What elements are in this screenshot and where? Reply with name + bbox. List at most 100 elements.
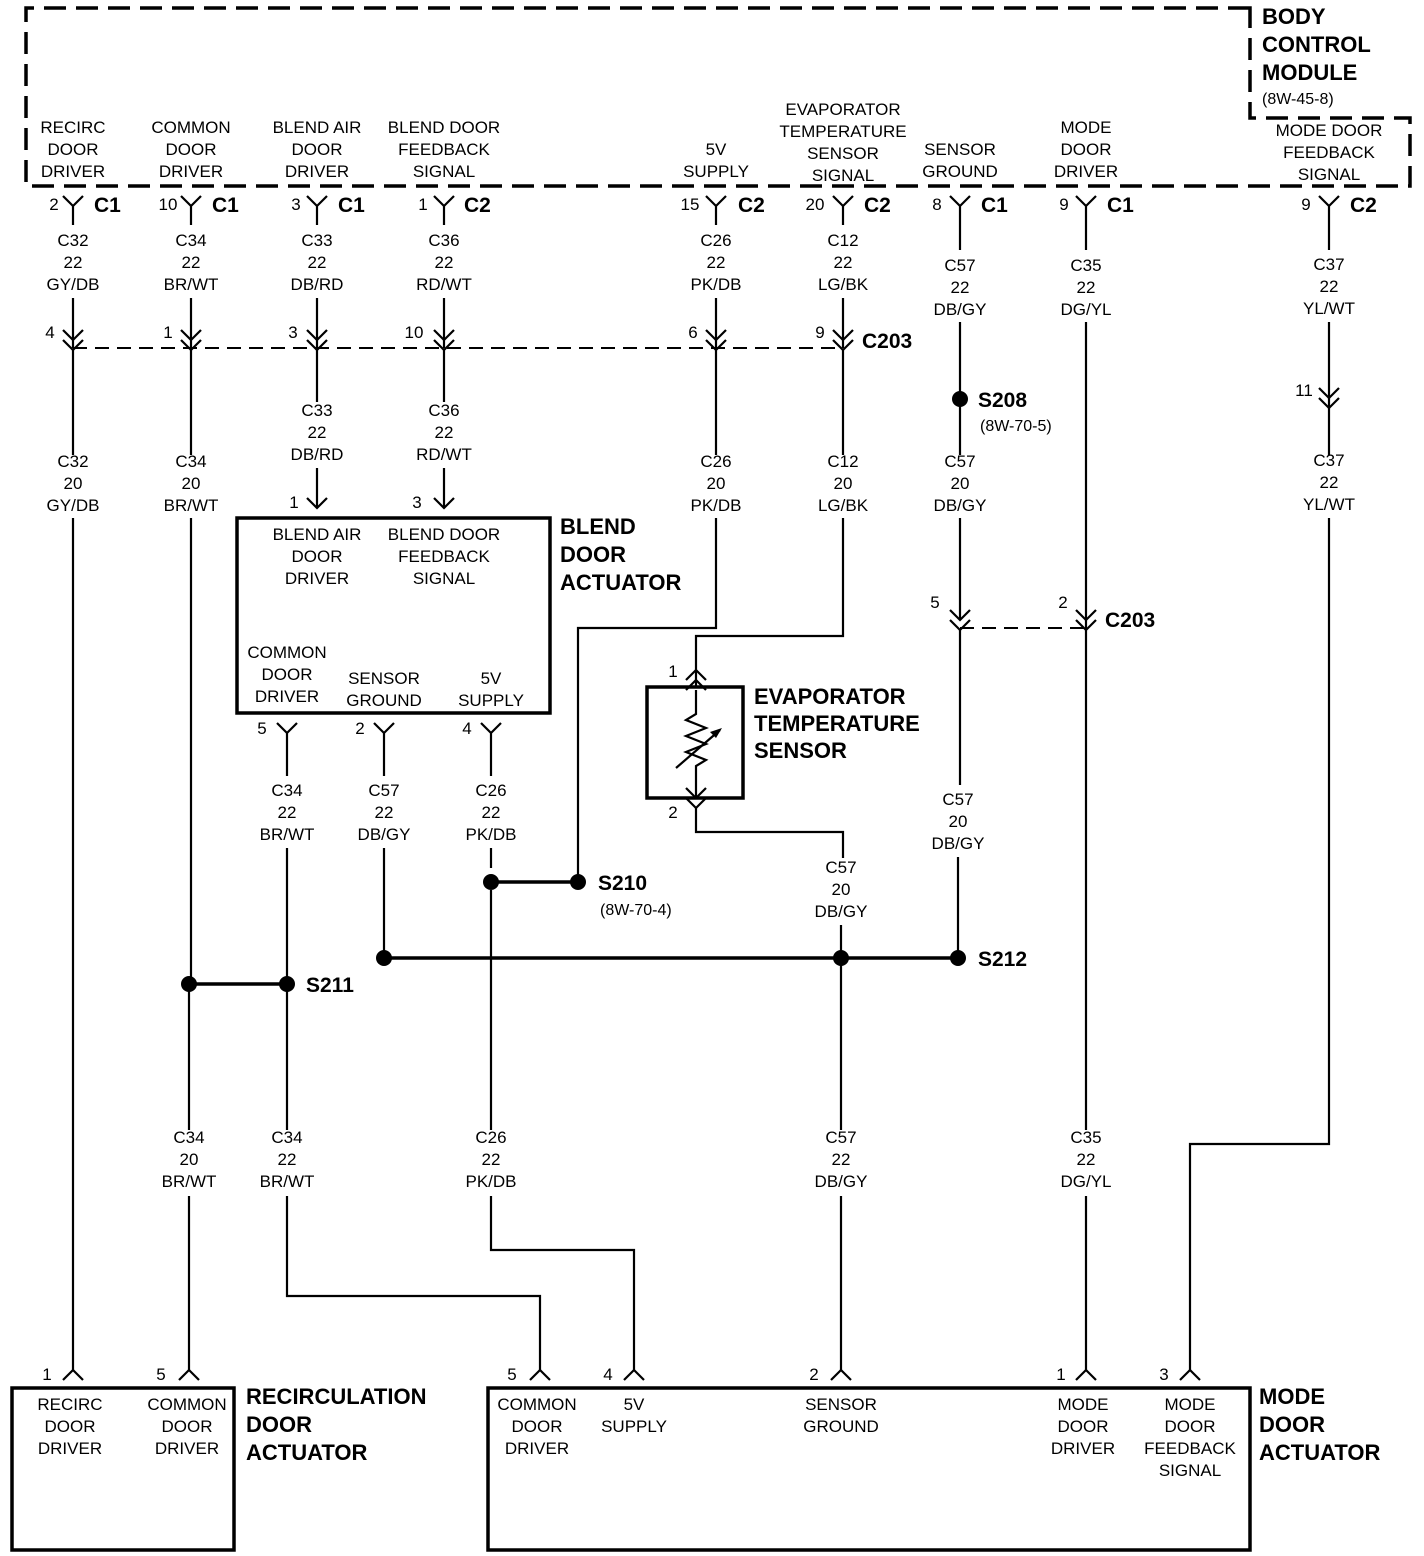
c203-right-connector: 5 2 C203 C57 20 DB/GY [930,518,1155,958]
svg-text:C57: C57 [368,781,399,800]
svg-text:MODE DOOR: MODE DOOR [1276,121,1383,140]
svg-text:C36: C36 [428,231,459,250]
svg-text:C57: C57 [942,790,973,809]
svg-text:ACTUATOR: ACTUATOR [1259,1440,1381,1465]
svg-text:22: 22 [308,253,327,272]
s208-splice: S208 (8W-70-5) [952,389,1052,435]
svg-text:C35: C35 [1070,1128,1101,1147]
svg-text:C37: C37 [1313,255,1344,274]
recirculation-door-actuator: 1 5 RECIRC DOOR DRIVER COMMON DOOR DRIVE… [10,1365,426,1552]
svg-text:3: 3 [412,493,421,512]
svg-text:C34: C34 [175,231,206,250]
svg-text:C26: C26 [475,1128,506,1147]
svg-text:SUPPLY: SUPPLY [683,162,749,181]
svg-text:DOOR: DOOR [292,140,343,159]
svg-text:C26: C26 [700,452,731,471]
svg-text:DB/RD: DB/RD [291,275,344,294]
svg-text:4: 4 [462,719,471,738]
bcm-outline [24,6,1412,188]
svg-text:DRIVER: DRIVER [255,687,319,706]
svg-text:C2: C2 [864,194,891,217]
svg-text:20: 20 [806,195,825,214]
svg-text:SIGNAL: SIGNAL [1298,165,1360,184]
svg-text:DRIVER: DRIVER [285,569,349,588]
svg-text:COMMON: COMMON [147,1395,226,1414]
svg-text:C57: C57 [825,1128,856,1147]
svg-text:DOOR: DOOR [246,1412,312,1437]
svg-text:20: 20 [832,880,851,899]
svg-text:TEMPERATURE: TEMPERATURE [779,122,906,141]
svg-text:YL/WT: YL/WT [1303,299,1355,318]
svg-text:22: 22 [435,253,454,272]
svg-text:PK/DB: PK/DB [465,1172,516,1191]
svg-text:DOOR: DOOR [1061,140,1112,159]
svg-text:DOOR: DOOR [162,1417,213,1436]
svg-text:C36: C36 [428,401,459,420]
svg-text:DOOR: DOOR [262,665,313,684]
svg-text:DRIVER: DRIVER [38,1439,102,1458]
svg-text:8: 8 [932,195,941,214]
svg-text:SIGNAL: SIGNAL [812,166,874,185]
svg-text:2: 2 [355,719,364,738]
svg-text:RD/WT: RD/WT [416,275,472,294]
svg-text:10: 10 [159,195,178,214]
svg-text:MODE: MODE [1165,1395,1216,1414]
svg-text:DB/GY: DB/GY [815,902,868,921]
svg-text:C34: C34 [271,1128,302,1147]
svg-text:DOOR: DOOR [1165,1417,1216,1436]
bcm-wire-codes: C32 22 GY/DB C34 22 BR/WT C33 22 DB/RD C… [47,231,1355,319]
svg-text:C57: C57 [944,452,975,471]
svg-text:BR/WT: BR/WT [164,496,219,515]
svg-text:SENSOR: SENSOR [924,140,996,159]
svg-text:DOOR: DOOR [560,542,626,567]
svg-text:DOOR: DOOR [512,1417,563,1436]
svg-text:ACTUATOR: ACTUATOR [246,1440,368,1465]
svg-text:DOOR: DOOR [292,547,343,566]
svg-text:BLEND: BLEND [560,514,636,539]
svg-text:5: 5 [507,1365,516,1384]
svg-text:BLEND DOOR: BLEND DOOR [388,525,500,544]
svg-text:4: 4 [45,323,54,342]
svg-text:FEEDBACK: FEEDBACK [398,140,490,159]
svg-text:3: 3 [291,195,300,214]
svg-text:RECIRC: RECIRC [40,118,105,137]
svg-text:COMMON: COMMON [497,1395,576,1414]
svg-text:S211: S211 [306,974,354,997]
svg-text:22: 22 [482,1150,501,1169]
svg-text:SUPPLY: SUPPLY [601,1417,667,1436]
svg-text:FEEDBACK: FEEDBACK [398,547,490,566]
svg-text:DRIVER: DRIVER [1051,1439,1115,1458]
svg-text:BLEND AIR: BLEND AIR [273,525,362,544]
wires-below-c203: 11 [71,322,1340,1130]
svg-text:SENSOR: SENSOR [805,1395,877,1414]
svg-text:9: 9 [1059,195,1068,214]
svg-text:FEEDBACK: FEEDBACK [1144,1439,1236,1458]
svg-text:C1: C1 [981,194,1008,217]
svg-text:5V: 5V [706,140,727,159]
svg-text:SENSOR: SENSOR [754,738,847,763]
svg-text:22: 22 [707,253,726,272]
svg-text:DG/YL: DG/YL [1060,300,1111,319]
svg-text:RD/WT: RD/WT [416,445,472,464]
svg-text:C1: C1 [212,194,239,217]
svg-text:22: 22 [278,803,297,822]
svg-text:22: 22 [834,253,853,272]
svg-text:GY/DB: GY/DB [47,275,100,294]
svg-text:FEEDBACK: FEEDBACK [1283,143,1375,162]
svg-text:22: 22 [308,423,327,442]
svg-text:C33: C33 [301,401,332,420]
svg-text:C2: C2 [464,194,491,217]
svg-text:22: 22 [1077,278,1096,297]
bcm-title: BODY CONTROL MODULE (8W-45-8) [1262,4,1371,108]
svg-text:C203: C203 [1105,609,1155,632]
svg-text:CONTROL: CONTROL [1262,32,1371,57]
svg-text:RECIRC: RECIRC [37,1395,102,1414]
svg-text:GY/DB: GY/DB [47,496,100,515]
svg-text:1: 1 [668,662,677,681]
svg-text:5: 5 [257,719,266,738]
svg-text:SIGNAL: SIGNAL [413,569,475,588]
svg-text:22: 22 [482,803,501,822]
svg-text:20: 20 [182,474,201,493]
svg-text:1: 1 [418,195,427,214]
